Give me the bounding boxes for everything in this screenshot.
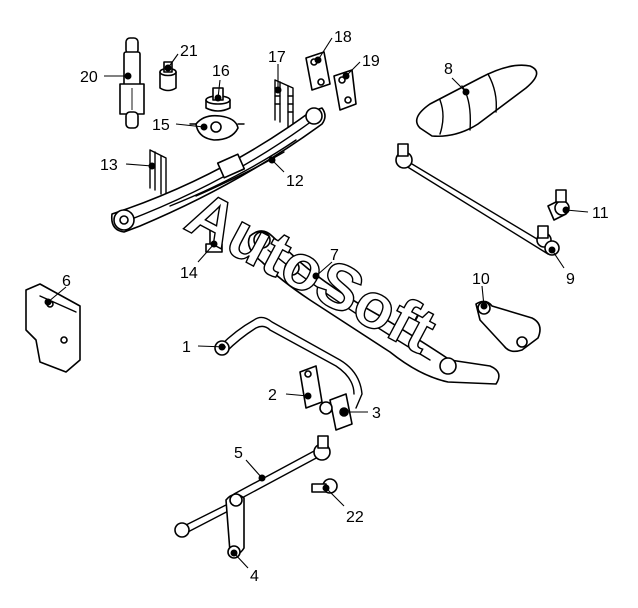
callout-3: 3 [372,405,381,422]
part-drag-link[interactable] [174,435,331,538]
callout-21: 21 [180,43,198,60]
callout-10: 10 [472,271,490,288]
leader-lines [44,37,589,569]
callout-4: 4 [250,568,259,585]
callout-9: 9 [566,271,575,288]
callout-2: 2 [268,387,277,404]
callout-11: 11 [592,205,609,222]
part-pitman-arm[interactable] [225,493,245,559]
part-ball-joint-11[interactable] [547,189,570,221]
part-link-plate-2[interactable] [299,365,323,409]
callout-20: 20 [80,69,98,86]
callout-5: 5 [234,445,243,462]
part-boot[interactable] [415,64,538,138]
part-tie-rod-9[interactable] [395,143,560,256]
callout-8: 8 [444,61,453,78]
callout-22: 22 [346,509,364,526]
part-shackle-plate-19[interactable] [333,69,357,111]
part-u-bolt-13[interactable] [149,149,167,197]
callout-12: 12 [286,173,304,190]
part-leaf-spring[interactable] [110,107,326,233]
part-mounting-plate[interactable] [189,114,245,141]
callout-6: 6 [62,273,71,290]
watermark: AutoSoft [175,177,447,367]
part-bracket[interactable] [25,283,81,373]
callout-19: 19 [362,53,380,70]
callout-13: 13 [100,157,118,174]
callout-1: 1 [182,339,191,356]
callout-labels: 1 2 3 4 5 6 7 8 9 10 11 12 13 14 15 16 1… [62,29,609,585]
callout-7: 7 [330,247,339,264]
callout-18: 18 [334,29,352,46]
callout-14: 14 [180,265,198,282]
part-shackle-plate-18[interactable] [305,51,331,91]
part-stabilizer-bar[interactable] [214,316,363,409]
part-axle-beam[interactable] [247,230,500,385]
callout-15: 15 [152,117,170,134]
callout-16: 16 [212,63,230,80]
part-bolt-14[interactable] [205,225,223,253]
callout-17: 17 [268,49,286,66]
part-shock-absorber[interactable] [119,37,145,129]
